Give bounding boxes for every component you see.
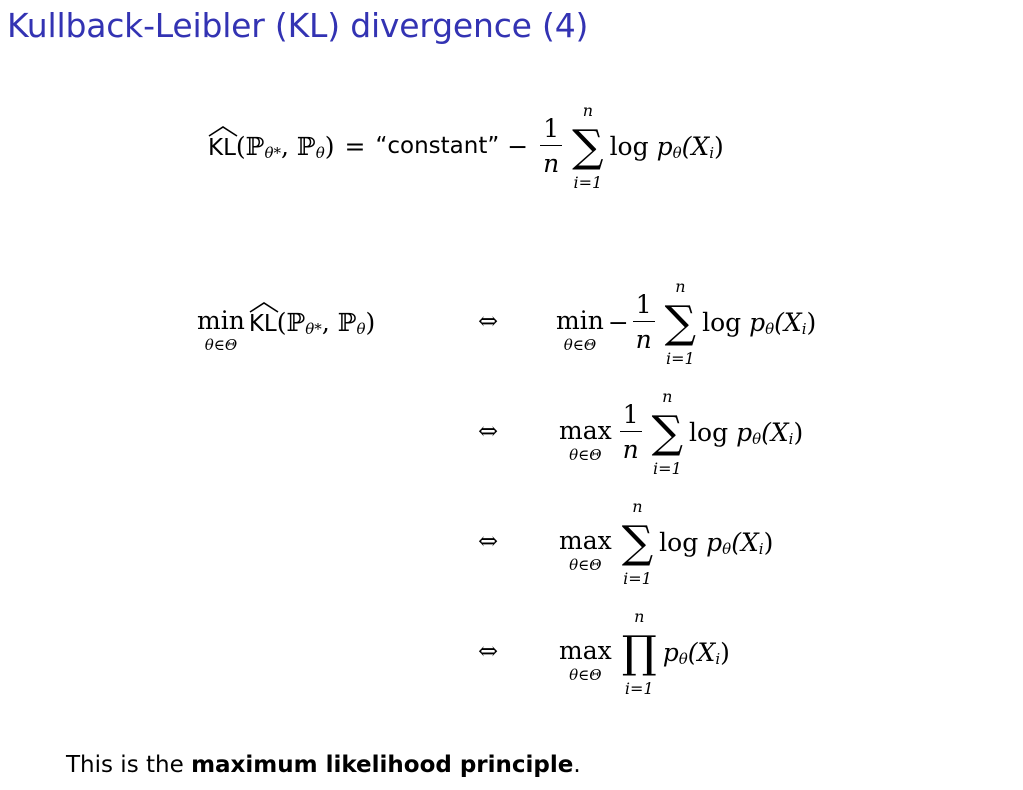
conclusion-text: This is the maximum likelihood principle… xyxy=(66,752,581,778)
kl-hat: KL xyxy=(249,302,279,337)
iff-symbol: ⇔ xyxy=(478,417,499,445)
slide-title: Kullback-Leibler (KL) divergence (4) xyxy=(7,6,589,45)
iff-symbol: ⇔ xyxy=(478,637,499,665)
kl-hat: KL xyxy=(208,126,238,161)
iff-symbol: ⇔ xyxy=(478,527,499,555)
iff-symbol: ⇔ xyxy=(478,307,499,335)
